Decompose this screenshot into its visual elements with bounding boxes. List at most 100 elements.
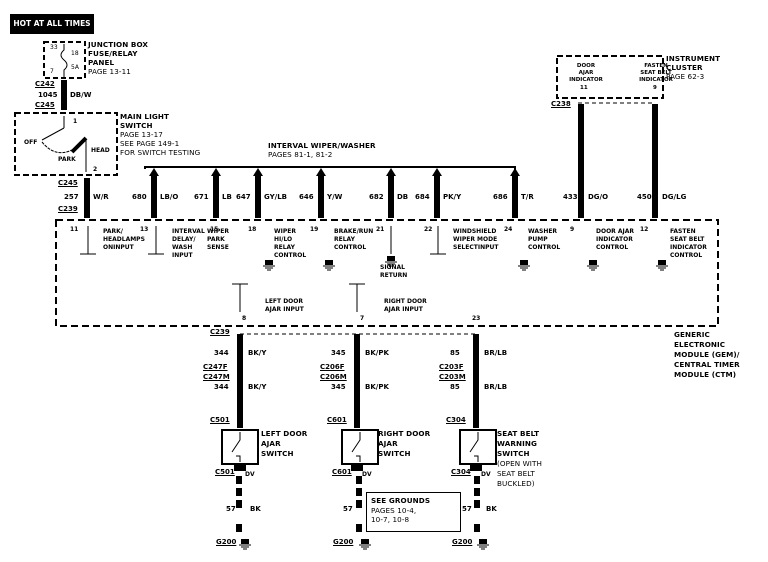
seatbelt-indicator-1: FASTEN	[644, 63, 668, 69]
connector-C203F: C203F	[439, 363, 464, 371]
wire-color-1045: DB/W	[70, 91, 92, 99]
wire-arrow-680	[149, 168, 159, 176]
connector-c239-bottom: C239	[210, 328, 230, 336]
gem-pin-12-label: INDICATOR	[670, 244, 707, 251]
gem-pin-13-label: WASH	[172, 244, 193, 251]
door-ajar-indicator-3: INDICATOR	[569, 77, 603, 83]
junction-box-title: JUNCTION BOX	[88, 40, 149, 49]
wire-arrow-686	[510, 168, 520, 176]
gem-pin-9-label: CONTROL	[596, 244, 629, 251]
door-ajar-pin: 11	[580, 85, 588, 91]
seatbelt-indicator-2: SEAT BELT	[640, 70, 672, 76]
gem-pin-13-label: INPUT	[172, 252, 193, 259]
circuit-1045: 1045	[38, 91, 58, 99]
switch-title-1: RIGHT DOOR	[378, 429, 431, 438]
main-light-switch-title-2: SWITCH	[120, 121, 153, 130]
gem-pin-11: 11	[70, 226, 79, 233]
circuit-57-0: 57	[226, 505, 236, 513]
gem-pin-23: 23	[472, 315, 481, 322]
circuit-257: 257	[64, 193, 79, 201]
circuit-646: 646	[299, 193, 314, 201]
gem-pin-7-label: AJAR INPUT	[384, 306, 423, 313]
wire-color-344: BK/Y	[248, 349, 267, 357]
instrument-cluster-page: PAGE 62-3	[666, 72, 705, 81]
switch-pin-2: 2	[93, 166, 98, 173]
wire-671	[213, 176, 219, 218]
door-ajar-indicator-2: AJAR	[578, 70, 594, 76]
connector-block-0	[234, 465, 246, 471]
switch-pos-head: HEAD	[91, 147, 110, 154]
circuit-684: 684	[415, 193, 430, 201]
gem-pin-19: 19	[310, 226, 319, 233]
connector-block-2	[470, 465, 482, 471]
circuit-647: 647	[236, 193, 251, 201]
junction-box-outline	[43, 41, 86, 79]
wiper-group-title: INTERVAL WIPER/WASHER	[268, 141, 376, 150]
wire-682	[388, 176, 394, 218]
circuit-682: 682	[369, 193, 384, 201]
gem-pin-18: 18	[248, 226, 257, 233]
gem-pin-24: 24	[504, 226, 513, 233]
gem-pin-15-label: PARK	[207, 236, 225, 243]
ground-G200-2: G200	[452, 538, 473, 546]
grounds-note-line2: 10-7, 10-8	[371, 515, 410, 524]
switch-title-2-2: WARNING	[497, 439, 538, 448]
wire-arrow-646	[316, 168, 326, 176]
gem-title-2: ELECTRONIC	[674, 340, 726, 349]
wire-257	[84, 178, 90, 218]
connector-c238: C238	[551, 100, 571, 108]
ground-pin-1: DV	[362, 471, 372, 478]
junction-pin-in: 33	[50, 44, 58, 51]
wire-color-646: Y/W	[327, 193, 343, 201]
connector-C247F: C247F	[203, 363, 228, 371]
switch-title-0: LEFT DOOR	[261, 429, 308, 438]
connector-block-1	[351, 465, 363, 471]
gem-pin-9: 9	[570, 226, 575, 233]
wire-color-345-lower: BK/PK	[365, 383, 389, 391]
wire-color-684: PK/Y	[443, 193, 462, 201]
gem-pin-21: 21	[376, 226, 385, 233]
switch-title-2-3: SWITCH	[497, 449, 530, 458]
fuse-icon	[60, 44, 68, 77]
wire-color-85-lower: BR/LB	[484, 383, 508, 391]
gem-pin-11-label: ONINPUT	[103, 244, 134, 251]
gem-pin-24-label: CONTROL	[528, 244, 561, 251]
gem-pin-22: 22	[424, 226, 433, 233]
circuit-344-lower: 344	[214, 383, 229, 391]
wire-647	[255, 176, 261, 218]
circuit-57-1: 57	[343, 505, 353, 513]
connector-C206F: C206F	[320, 363, 345, 371]
connector-C304-ground: C304	[451, 468, 471, 476]
wire-color-85: BR/LB	[484, 349, 508, 357]
switch-pos-park: PARK	[58, 156, 76, 163]
wire-color-671: LB	[222, 193, 232, 201]
grounds-note-box: SEE GROUNDS PAGES 10-4, 10-7, 10-8	[366, 492, 461, 532]
wire-color-57-0: BK	[250, 505, 261, 513]
switch-title-2: SEAT BELT	[497, 429, 540, 438]
connector-C601-ground: C601	[332, 468, 352, 476]
circuit-680: 680	[132, 193, 147, 201]
wire-686	[512, 176, 518, 218]
seatbelt-pin: 9	[653, 85, 657, 91]
wire-684	[434, 176, 440, 218]
ground-G200-0: G200	[216, 538, 237, 546]
wire-color-647: GY/LB	[264, 193, 288, 201]
gem-pin-13: 13	[140, 226, 149, 233]
switch-note-2: SEAT BELT	[497, 469, 535, 478]
wire-color-682: DB	[397, 193, 409, 201]
connector-C601: C601	[327, 416, 347, 424]
main-light-switch-title: MAIN LIGHT	[120, 112, 169, 121]
wire-arrow-647	[253, 168, 263, 176]
switch-title-0-3: SWITCH	[261, 449, 294, 458]
gem-pin-19-label: RELAY	[334, 236, 355, 243]
wire-433	[578, 104, 584, 218]
main-light-switch-page: PAGE 13-17	[120, 130, 163, 139]
switch-note-3: BUCKLED)	[497, 479, 535, 488]
switch-title-0-2: AJAR	[261, 439, 281, 448]
right-door-switch-outline	[341, 429, 379, 465]
gem-pin-12-label: SEAT BELT	[670, 236, 705, 243]
connector-c239-top: C239	[58, 205, 78, 213]
gem-pin-15-label: SENSE	[207, 244, 229, 251]
gem-pin-8-label: AJAR INPUT	[265, 306, 304, 313]
